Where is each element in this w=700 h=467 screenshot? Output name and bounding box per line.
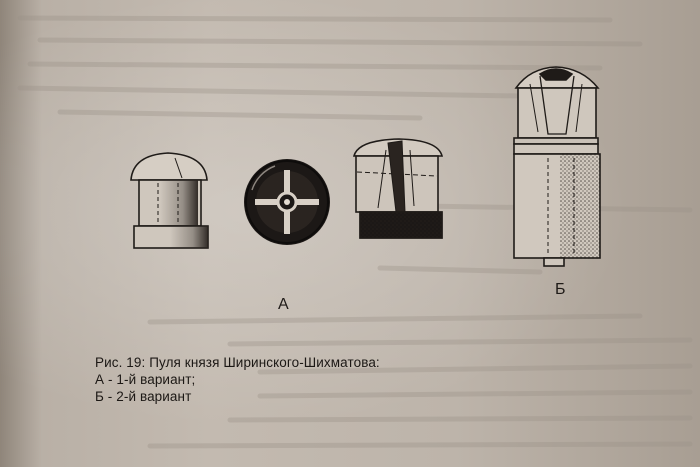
caption-title: Рис. 19: Пуля князя Ширинского-Шихматова… (95, 355, 380, 370)
bullet-a-section-view (352, 138, 444, 239)
bullet-b-view (513, 66, 601, 267)
caption-line-a: А - 1-й вариант; (95, 372, 196, 387)
bullet-a-side-view (130, 152, 209, 249)
figure-label-a: А (278, 296, 289, 313)
bullet-a-end-view (244, 159, 330, 245)
caption-line-b: Б - 2-й вариант (95, 389, 192, 404)
figure-label-b: Б (555, 281, 566, 298)
figure-caption: Рис. 19: Пуля князя Ширинского-Шихматова… (95, 354, 380, 405)
